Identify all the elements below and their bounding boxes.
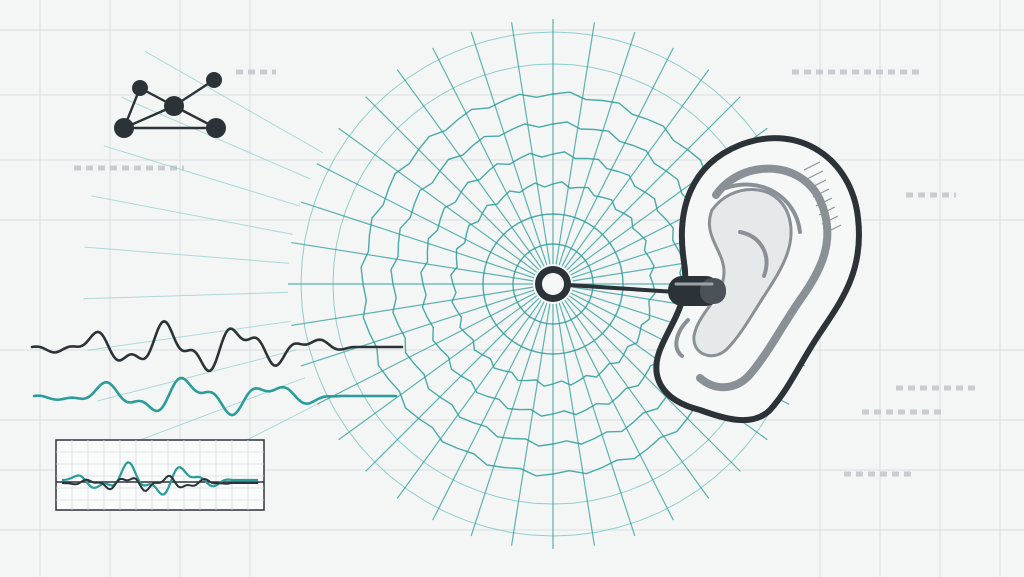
grid-spoke-extension [144, 50, 324, 154]
grid-spoke [510, 22, 551, 265]
radial-sound-grid [83, 19, 818, 549]
hatch-line [806, 170, 824, 180]
network-node [114, 118, 134, 138]
grid-spoke [316, 163, 536, 276]
ear-icon [653, 135, 862, 424]
network-node [164, 96, 184, 116]
grid-spoke [510, 303, 551, 546]
grid-spoke [396, 299, 542, 499]
grid-spoke-extension [91, 195, 293, 235]
earbud-rod [551, 282, 678, 294]
ear-concha [692, 188, 793, 358]
grid-spoke [566, 297, 741, 472]
earbud-icon [551, 276, 726, 306]
grid-spoke-extension [121, 96, 310, 180]
grid-spoke [561, 47, 674, 267]
grid-spoke-extension [97, 349, 297, 402]
grid-spoke [470, 302, 548, 537]
network-graph-icon [114, 72, 226, 138]
grid-spoke-extension [83, 291, 289, 300]
sound-source-hub [535, 266, 571, 302]
network-node [132, 80, 148, 96]
hatch-line [818, 206, 836, 216]
grid-spoke [566, 96, 741, 271]
hatch-line [821, 215, 839, 225]
grid-spoke [555, 22, 596, 265]
grid-spoke-extension [84, 246, 289, 264]
network-node [206, 118, 226, 138]
hatch-line [812, 188, 830, 198]
waveform-icon [30, 319, 404, 417]
grid-spoke [470, 31, 548, 266]
oscilloscope-teal-trace [61, 461, 258, 496]
network-node [206, 72, 222, 88]
ear-hatching [803, 161, 842, 234]
oscilloscope-dark-trace [61, 474, 258, 492]
grid-spoke [564, 69, 710, 269]
teal-waveform [32, 376, 398, 417]
oscilloscope-frame [55, 439, 265, 511]
grid-spoke [564, 299, 710, 499]
grid-spoke [558, 31, 636, 266]
grid-spoke [432, 47, 545, 267]
grid-spoke [396, 69, 542, 269]
earbud-tip [700, 278, 726, 304]
grid-spoke [338, 127, 538, 273]
oscilloscope-grid [56, 440, 264, 510]
ear-fold [674, 182, 802, 358]
grid-spoke-extension [103, 145, 300, 207]
grid-spoke [558, 302, 636, 537]
grid-spoke [300, 201, 535, 279]
grid-spoke [316, 292, 536, 405]
dark-waveform [30, 319, 404, 373]
hatch-line [815, 197, 833, 207]
grid-spoke-extension [87, 320, 291, 351]
ear-antihelix [696, 164, 832, 392]
hatch-line [803, 161, 821, 171]
hatch-line [824, 224, 842, 234]
grid-spoke [291, 286, 534, 327]
hatch-line [809, 179, 827, 189]
grid-spoke [365, 297, 540, 472]
grid-spoke [338, 295, 538, 441]
grid-spoke [291, 241, 534, 282]
hub-core [542, 273, 564, 295]
grid-spoke [432, 301, 545, 521]
grid-spoke [555, 303, 596, 546]
grid-spoke [365, 96, 540, 271]
grid-spoke [561, 301, 674, 521]
grid-spoke [300, 289, 535, 367]
dashed-text-placeholders [74, 69, 976, 477]
oscilloscope-icon [55, 439, 265, 511]
